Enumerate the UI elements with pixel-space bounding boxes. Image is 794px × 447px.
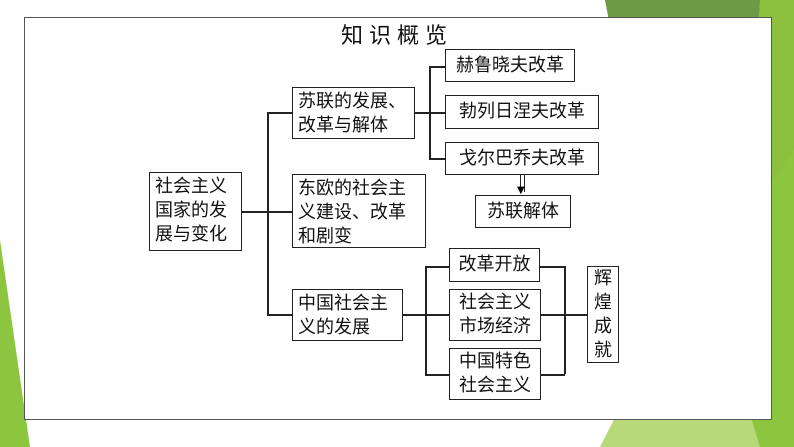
- branch-east-europe: 东欧的社会主义建设、改革和剧变: [292, 174, 426, 248]
- connector: [267, 112, 292, 114]
- connector: [429, 66, 431, 158]
- connector: [540, 266, 565, 268]
- soviet-dissolution: 苏联解体: [475, 195, 571, 228]
- connector: [267, 211, 292, 213]
- connector: [541, 374, 565, 376]
- china-socialism-characteristics: 中国特色社会主义: [449, 348, 541, 400]
- branch-soviet: 苏联的发展、改革与解体: [292, 87, 415, 139]
- branch-china: 中国社会主义的发展: [292, 289, 403, 341]
- arrow-down-icon: [524, 175, 525, 192]
- root-node: 社会主义国家的发展与变化: [149, 172, 242, 251]
- connector: [425, 374, 449, 376]
- connector: [429, 66, 445, 68]
- slide-title: 知识概览: [340, 24, 453, 49]
- china-reform-opening: 改革开放: [449, 248, 540, 282]
- connector: [267, 112, 269, 314]
- arrow-head-icon: ▼: [517, 185, 525, 196]
- reform-brezhnev: 勃列日涅夫改革: [445, 95, 599, 129]
- reform-khrushchev: 赫鲁晓夫改革: [445, 49, 575, 82]
- reform-gorbachev: 戈尔巴乔夫改革: [445, 142, 599, 175]
- china-market-economy: 社会主义市场经济: [449, 289, 541, 341]
- connector: [429, 158, 445, 160]
- china-achievements: 辉煌成就: [587, 266, 619, 363]
- connector: [267, 314, 292, 316]
- connector: [242, 211, 267, 213]
- connector: [425, 266, 427, 374]
- connector: [425, 266, 449, 268]
- arrow-down-icon: [520, 175, 521, 192]
- connector: [564, 266, 566, 374]
